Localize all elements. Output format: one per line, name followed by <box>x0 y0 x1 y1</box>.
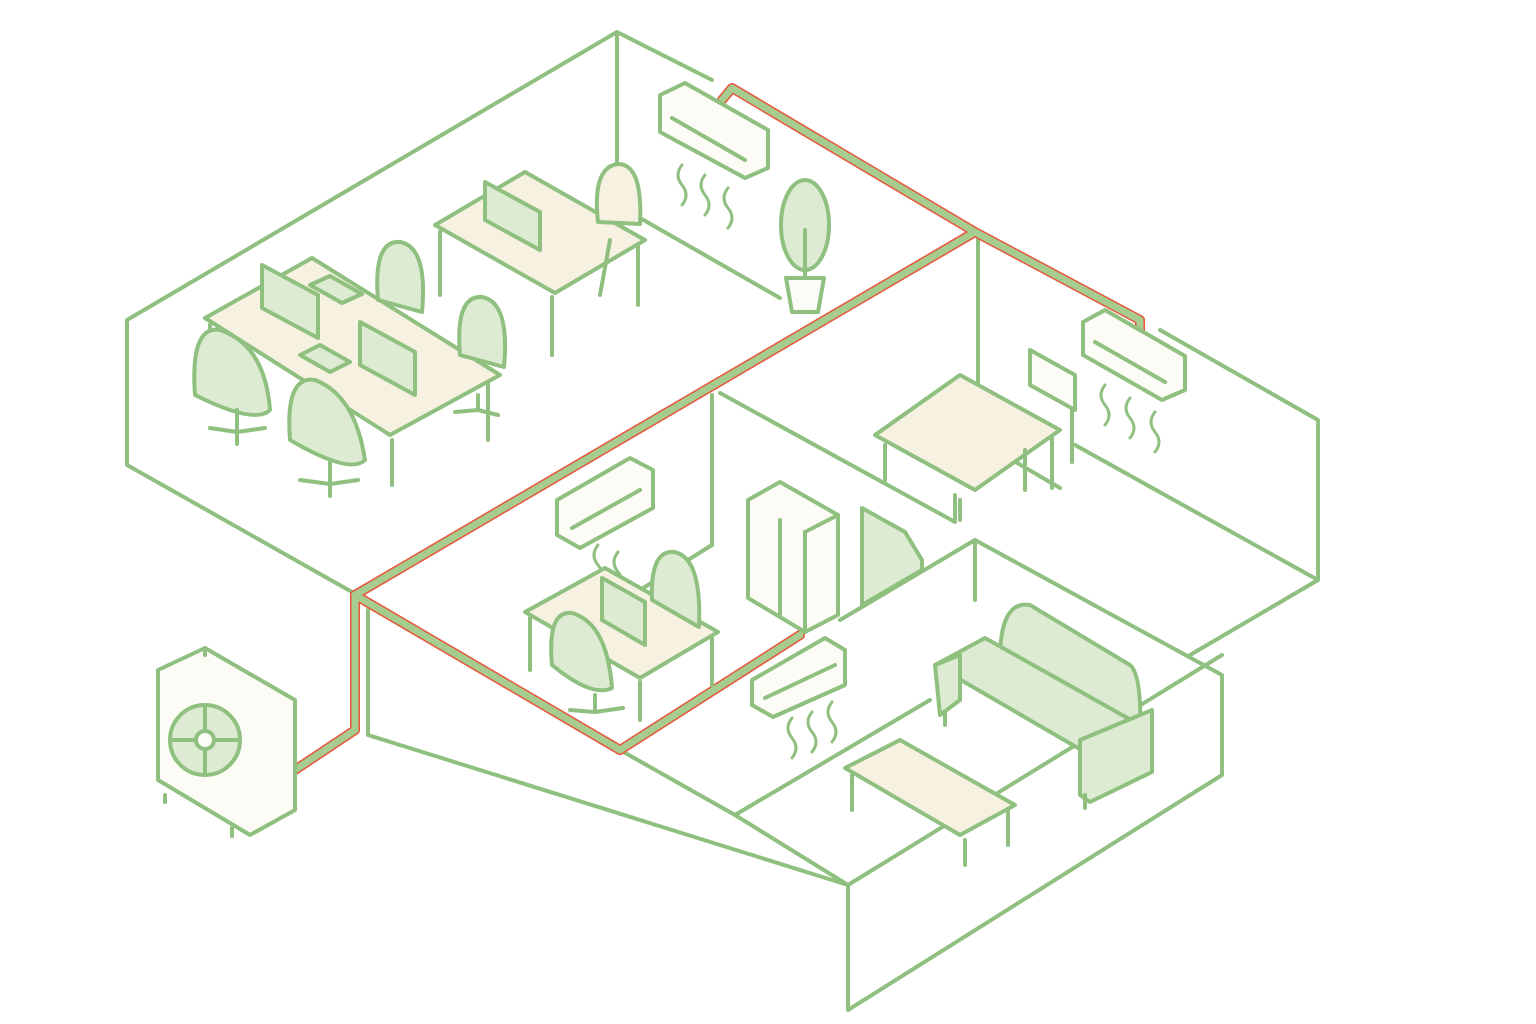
indoor-ac-unit-icon <box>750 636 847 760</box>
monitor-icon <box>600 576 647 647</box>
door-icon <box>860 506 924 607</box>
office-chair-icon <box>287 377 367 498</box>
indoor-ac-unit-icon <box>555 456 655 594</box>
office-chair-icon <box>192 327 272 446</box>
refrigerant-line <box>290 83 1145 775</box>
office-chair-icon <box>549 610 625 714</box>
office-chair-icon <box>453 294 508 417</box>
office-chair-icon <box>594 162 643 297</box>
sofa-icon <box>933 602 1154 810</box>
office-chair-icon <box>375 239 426 314</box>
office-chair-icon <box>649 549 702 629</box>
indoor-ac-unit-icon <box>658 81 770 230</box>
dining-table-icon <box>873 373 1062 522</box>
monitor-icon <box>358 320 417 397</box>
coffee-table-icon <box>843 738 1017 867</box>
monitor-icon <box>260 263 320 340</box>
plant-icon <box>779 178 831 314</box>
building-walls <box>125 30 1320 1012</box>
monitor-icon <box>483 180 542 252</box>
outdoor-unit-icon <box>156 646 297 838</box>
chair-icon <box>1028 348 1077 464</box>
keyboard-icon <box>298 274 364 374</box>
cabinet-icon <box>746 480 840 634</box>
indoor-ac-unit-icon <box>1081 308 1187 454</box>
